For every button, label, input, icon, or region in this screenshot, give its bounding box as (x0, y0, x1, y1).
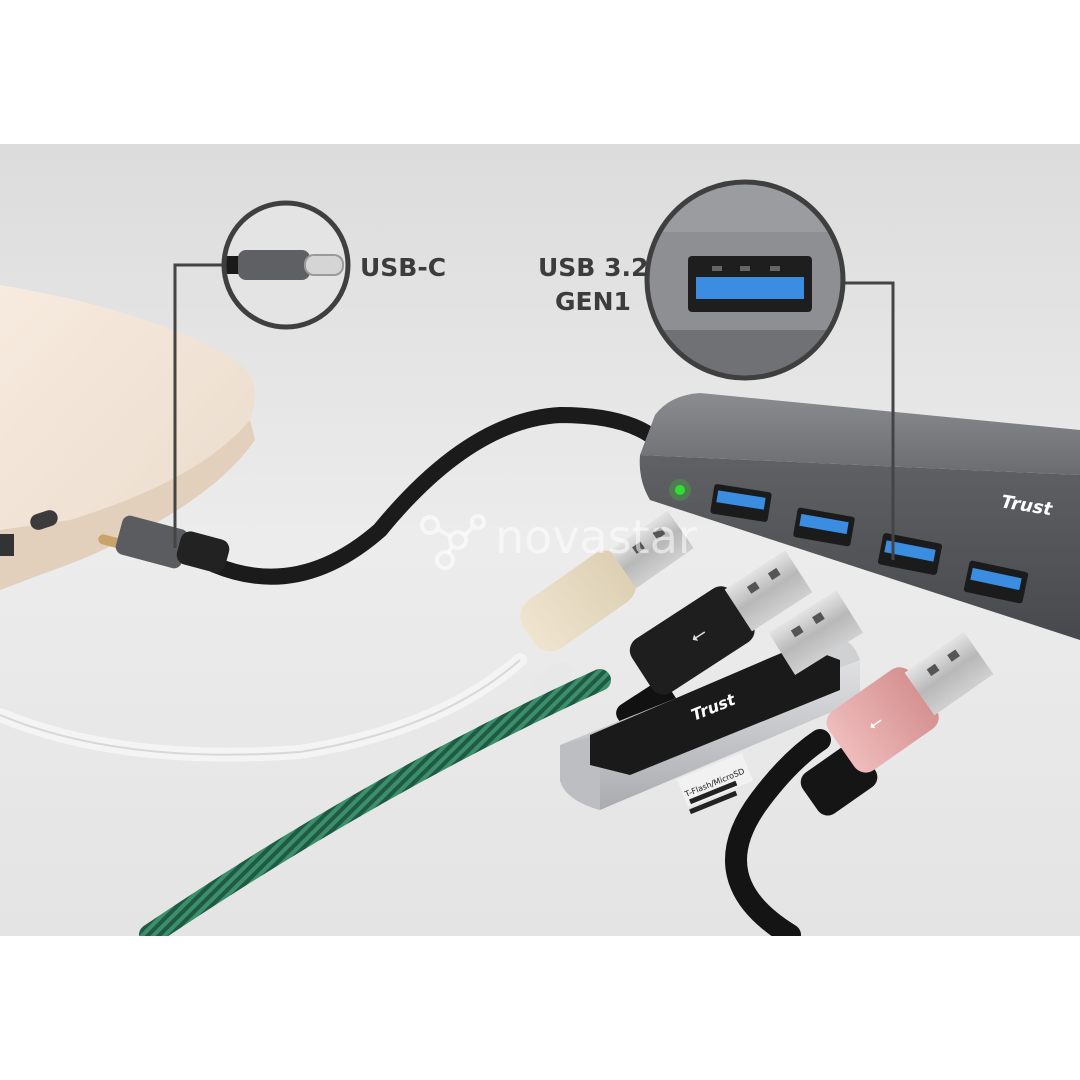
black-cable (725, 729, 831, 936)
usb32-leader-line (838, 281, 895, 560)
usb-port-2 (793, 507, 855, 547)
usbc-label: USB-C (360, 253, 446, 282)
watermark-logo-icon (420, 514, 486, 570)
usb32-label-line2: GEN1 (555, 287, 631, 316)
usb-hub: Trust (639, 393, 1080, 640)
reader-usb-plug (768, 590, 863, 676)
laptop (0, 285, 255, 590)
usb-port-1 (710, 484, 772, 522)
watermark-text: novastar (495, 510, 697, 564)
watermark: novastar (420, 510, 697, 570)
usb-port-4 (963, 560, 1029, 604)
cream-usb-plug (520, 510, 694, 695)
black-usb-plug: ⭠ (616, 550, 813, 737)
usbc-zoom-circle (221, 200, 351, 330)
usbc-leader-line (173, 263, 226, 548)
power-led (675, 485, 685, 495)
pink-usb-plug: ⭠ (800, 631, 994, 816)
usbc-cable (207, 406, 658, 585)
usb32-label-line1: USB 3.2 (538, 253, 648, 282)
usbc-plug (98, 515, 230, 573)
green-cable (139, 669, 611, 936)
usb32-zoom-circle (644, 179, 846, 381)
